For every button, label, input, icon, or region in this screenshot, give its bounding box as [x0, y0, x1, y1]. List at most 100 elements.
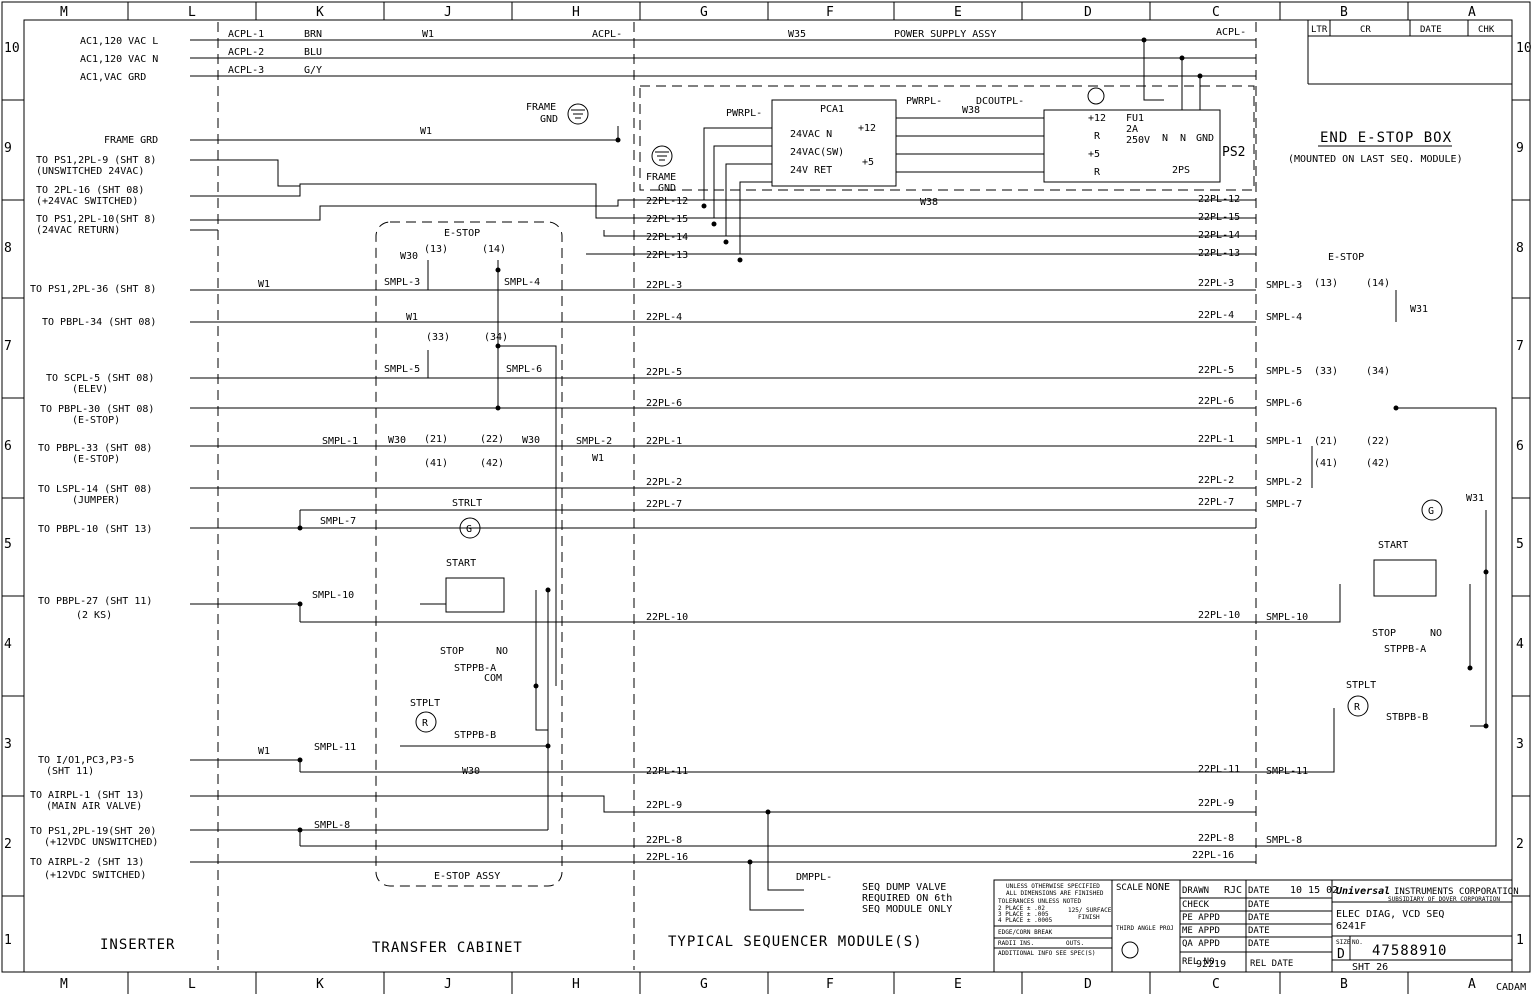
zone-col-top-6: F [826, 5, 834, 20]
tol-1: ALL DIMENSIONS ARE FINISHED [1006, 890, 1104, 897]
frame-gnd-1: FRAME GND [526, 102, 589, 125]
wire-box-10 [1256, 584, 1341, 623]
wire-pca-sw [713, 145, 772, 218]
w1-label-3: W1 [406, 312, 418, 323]
zone-col-bottom-6: F [826, 977, 834, 992]
w1-label-5: W1 [592, 453, 604, 464]
frame-gnd-1-gnd: GND [540, 114, 558, 125]
estop-assy-title: E-STOP [444, 228, 480, 239]
w1-label-frame: W1 [420, 126, 432, 137]
smpl-left-6: SMPL-7 [320, 516, 356, 527]
pl22-right-6: 22PL-5 [1198, 365, 1234, 376]
junction-dot-0 [615, 137, 621, 143]
left-label-4: TO PS1,2PL-9 (SHT 8) [36, 155, 156, 166]
junction-dot-16 [545, 587, 551, 593]
smpl-left-7: SMPL-8 [314, 820, 350, 831]
note-2: REQUIRED ON 6th [862, 893, 952, 904]
ps2-in-n1: N [1162, 133, 1168, 144]
contact-label-2: (33) [426, 332, 450, 343]
rel-no: 92219 [1196, 959, 1226, 970]
tol-4: 3 PLACE ± .005 [998, 911, 1049, 918]
wire-pca-ret [725, 163, 772, 236]
smpl-right-5: SMPL-2 [1266, 477, 1302, 488]
left-label-19: (JUMPER) [72, 495, 120, 506]
acpl-2-label: ACPL-2 [228, 47, 264, 58]
tol-10: OUTS. [1066, 940, 1084, 947]
stop-no-right: NO [1430, 628, 1442, 639]
acpl-right-label: ACPL- [1216, 27, 1246, 38]
stplt-r: R [422, 718, 429, 729]
zone-row-left-8: 2 [4, 837, 12, 852]
zone-col-bottom-0: M [60, 977, 68, 992]
smpl-left-5: SMPL-6 [506, 364, 542, 375]
lamp-right [1421, 499, 1443, 521]
zone-row-left-2: 8 [4, 241, 12, 256]
zone-col-bottom-4: H [572, 977, 580, 992]
junction-dot-21 [1483, 723, 1489, 729]
left-label-13: (ELEV) [72, 384, 108, 395]
zone-row-left-1: 9 [4, 141, 12, 156]
wire-2pl14 [603, 230, 1256, 237]
zone-col-bottom-1: L [188, 977, 196, 992]
pl22-right-0: 22PL-12 [1198, 194, 1240, 205]
estop-box-title: E-STOP [1328, 252, 1364, 263]
left-label-24: (SHT 11) [46, 766, 94, 777]
smpl-right-3: SMPL-6 [1266, 398, 1302, 409]
contact-label-14: (41) [1314, 458, 1338, 469]
pca1-pin-n: 24VAC N [790, 129, 832, 140]
contact-label-0: (13) [424, 244, 448, 255]
zone-col-bottom-3: J [444, 977, 452, 992]
junction-dot-7 [1197, 73, 1203, 79]
zone-row-left-6: 4 [4, 637, 12, 652]
zone-col-bottom-11: A [1468, 977, 1476, 992]
tb-date-label-0: DATE [1248, 886, 1270, 896]
pl22-right-12: 22PL-11 [1198, 764, 1240, 775]
left-label-15: (E-STOP) [72, 415, 120, 426]
left-label-16: TO PBPL-33 (SHT 08) [38, 443, 152, 454]
smpl-left-8: SMPL-10 [312, 590, 354, 601]
contact-label-10: (33) [1314, 366, 1338, 377]
frame-gnd-1-label: FRAME [526, 102, 556, 113]
zone-col-bottom-9: C [1212, 977, 1220, 992]
left-label-28: (+12VDC UNSWITCHED) [44, 837, 158, 848]
stop-label-right: STOP [1372, 628, 1396, 639]
left-label-2: AC1,VAC GRD [80, 72, 146, 83]
smpl-right-2: SMPL-5 [1266, 366, 1302, 377]
pl22-right-1: 22PL-15 [1198, 212, 1240, 223]
zone-col-bottom-10: B [1340, 977, 1348, 992]
pl22-left-9: 22PL-2 [646, 477, 682, 488]
left-label-5: (UNSWITCHED 24VAC) [36, 166, 144, 177]
ps2-name: PS2 [1222, 145, 1245, 160]
revision-block: LTR CR DATE CHK [1307, 19, 1513, 85]
w1-label-4: W1 [258, 746, 270, 757]
note-3: SEQ MODULE ONLY [862, 904, 952, 915]
wire-box-lamp [1470, 510, 1487, 727]
tb-date-label-2: DATE [1248, 913, 1270, 923]
smpl-right-7: SMPL-10 [1266, 612, 1308, 623]
scale-label: SCALE [1116, 883, 1143, 893]
ps2-out-r2: R [1094, 167, 1101, 178]
tb-date-label-3: DATE [1248, 926, 1270, 936]
estop-assy-footer: E-STOP ASSY [434, 871, 500, 882]
wire-ps-l [1143, 40, 1164, 101]
start-switch: START START [445, 540, 1437, 613]
smpl-right-4: SMPL-1 [1266, 436, 1302, 447]
left-label-30: (+12VDC SWITCHED) [44, 870, 146, 881]
zone-col-top-0: M [60, 5, 68, 20]
zone-col-top-11: A [1468, 5, 1476, 20]
ps2-in-gnd: GND [1196, 133, 1214, 144]
ground-symbol-ps2 [1087, 87, 1105, 105]
zone-row-left-7: 3 [4, 737, 12, 752]
wire-2pl15 [190, 159, 1256, 219]
zone-row-right-9: 1 [1516, 933, 1524, 948]
section-transfer: TRANSFER CABINET [372, 940, 523, 956]
zone-row-left-9: 1 [4, 933, 12, 948]
left-label-12: TO SCPL-5 (SHT 08) [46, 373, 154, 384]
pl22-right-13: 22PL-9 [1198, 798, 1234, 809]
pl22-left-7: 22PL-6 [646, 398, 682, 409]
blu-label: BLU [304, 47, 322, 58]
